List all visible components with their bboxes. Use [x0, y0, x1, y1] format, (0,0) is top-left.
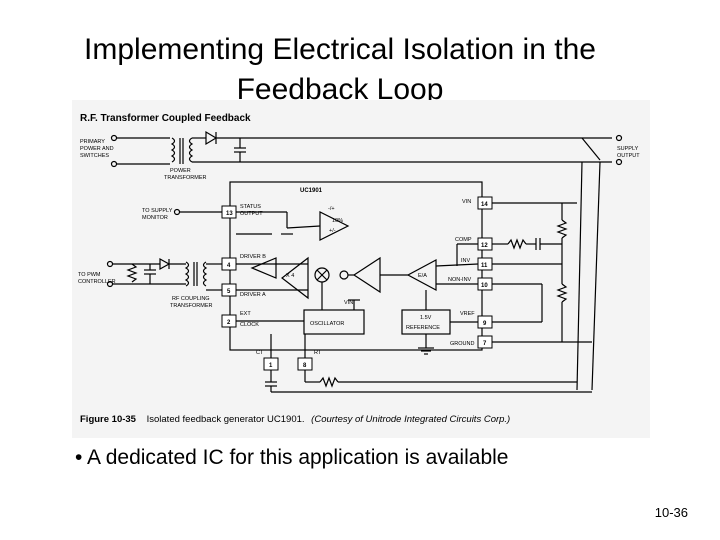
pin-5: 5: [227, 289, 231, 295]
label-clock: CLOCK: [240, 322, 259, 328]
caption-label: Figure 10-35: [80, 414, 137, 425]
label-x4: X 4: [286, 273, 294, 279]
label-tolerance-top: -/+: [328, 206, 335, 212]
label-ground: GROUND: [450, 341, 474, 347]
label-rf-coupling: RF COUPLING: [172, 296, 210, 302]
power-transformer-primary: [170, 137, 176, 163]
label-vin-internal: VIN: [344, 300, 353, 306]
caption-text: Isolated feedback generator UC1901.: [147, 414, 305, 425]
bullet-text: A dedicated IC for this application is a…: [87, 446, 509, 469]
label-ref-voltage: 1.5V: [420, 315, 432, 321]
caption-courtesy: (Courtesy of Unitrode Integrated Circuit…: [311, 414, 510, 425]
pin-8: 8: [303, 363, 307, 369]
ic-name: UC1901: [300, 188, 323, 194]
driver-x4-stage: [281, 256, 309, 300]
label-monitor: MONITOR: [142, 215, 168, 221]
rf-transformer-secondary: [202, 261, 208, 287]
supply-monitor-terminal: [173, 208, 181, 216]
pwm-terminal-bottom: [106, 280, 114, 288]
figure-background: [72, 100, 650, 438]
slide-title-line-1: Implementing Electrical Isolation in the: [84, 33, 596, 66]
ic-labels: STATUS OUTPUT -/+ 10% +/- DRIVER B DRIVE…: [240, 199, 475, 356]
label-tolerance-bottom: +/-: [329, 228, 336, 234]
oscillator-block: [303, 309, 365, 335]
label-to-supply: TO SUPPLY: [142, 208, 173, 214]
label-vref: VREF: [460, 311, 475, 317]
label-controller: CONTROLLER: [78, 279, 116, 285]
driver-amplifier: [250, 257, 277, 279]
label-oscillator: OSCILLATOR: [310, 321, 344, 327]
pin-11: 11: [481, 263, 488, 269]
label-ct: CT: [256, 350, 264, 356]
ic-internals: [236, 211, 479, 358]
label-to-pwm: TO PWM: [78, 272, 101, 278]
label-reference: REFERENCE: [406, 325, 440, 331]
label-output: OUTPUT: [617, 153, 640, 159]
bullet-point: • A dedicated IC for this application is…: [75, 446, 508, 470]
power-transformer-secondary: [188, 137, 194, 163]
label-switches: SWITCHES: [80, 153, 109, 159]
pin-10: 10: [481, 283, 488, 289]
label-comp: COMP: [455, 237, 472, 243]
timing-resistor: [319, 376, 339, 388]
comp-resistor: [507, 238, 527, 250]
label-status-output: OUTPUT: [240, 211, 263, 217]
error-amplifier: [406, 258, 437, 292]
rectifier-diode: [205, 130, 218, 146]
label-rf-transformer: TRANSFORMER: [170, 303, 213, 309]
pin-4: 4: [227, 263, 231, 269]
pwm-load-resistor: [126, 263, 138, 283]
label-driver-b: DRIVER B: [240, 254, 266, 260]
label-power-and: POWER AND: [80, 146, 114, 152]
pin-7: 7: [483, 341, 487, 347]
label-status: STATUS: [240, 204, 261, 210]
slide-title: Implementing Electrical Isolation in the…: [0, 30, 680, 110]
circuit-figure: R.F. Transformer Coupled Feedback PRIMAR…: [72, 100, 650, 438]
supply-output-terminal-bottom: [615, 158, 623, 166]
external-circuit: [106, 202, 592, 393]
label-tolerance-pct: 10%: [332, 218, 343, 224]
label-primary: PRIMARY: [80, 139, 105, 145]
pin-1: 1: [269, 363, 273, 369]
label-inv: INV: [461, 258, 471, 264]
label-ea: E/A: [418, 273, 427, 279]
feedback-resistor-bottom: [556, 283, 568, 303]
ic-pin-numbers: 13 4 5 2 14 12 11 10 9 7 1 8: [226, 202, 488, 369]
label-power: POWER: [170, 168, 191, 174]
power-section: [110, 130, 623, 391]
label-non-inv: NON-INV: [448, 277, 472, 283]
rf-transformer-primary: [184, 261, 190, 287]
supply-output-terminal-top: [615, 134, 623, 142]
feedback-resistor-top: [556, 219, 568, 239]
label-transformer: TRANSFORMER: [164, 175, 207, 181]
pwm-diode: [159, 257, 171, 271]
figure-caption: Figure 10-35 Isolated feedback generator…: [80, 414, 510, 425]
label-supply: SUPPLY: [617, 146, 639, 152]
pin-2: 2: [227, 320, 231, 326]
pin-14: 14: [481, 202, 488, 208]
label-ext: EXT: [240, 311, 251, 317]
external-labels: TO SUPPLY MONITOR TO PWM CONTROLLER RF C…: [78, 208, 213, 309]
pin-13: 13: [226, 211, 233, 217]
figure-header: R.F. Transformer Coupled Feedback: [80, 113, 251, 124]
pwm-terminal-top: [106, 260, 114, 268]
pin-9: 9: [483, 321, 487, 327]
label-driver-a: DRIVER A: [240, 292, 266, 298]
page-number: 10-36: [654, 505, 688, 520]
bullet-marker: •: [75, 446, 83, 469]
label-vin-pin: VIN: [462, 199, 471, 205]
label-rt: RT: [314, 350, 322, 356]
circuit-diagram: R.F. Transformer Coupled Feedback PRIMAR…: [72, 100, 650, 438]
pin-12: 12: [481, 243, 488, 249]
